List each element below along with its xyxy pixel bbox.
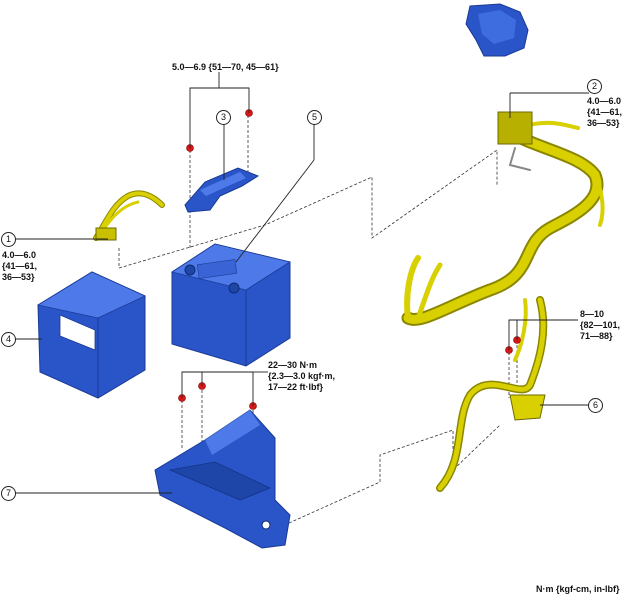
callout-3: 3 bbox=[216, 110, 231, 125]
torque-spec-3-line-1: 5.0—6.9 {51—70, 45—61} bbox=[172, 62, 279, 72]
torque-spec-1: 4.0—6.0 {41—61, 36—53} bbox=[2, 250, 37, 283]
torque-spec-6-line-3: 71—88} bbox=[580, 331, 613, 341]
torque-spec-3: 5.0—6.9 {51—70, 45—61} bbox=[172, 62, 279, 73]
callout-1: 1 bbox=[1, 232, 16, 247]
relay-box-part bbox=[465, 3, 529, 57]
torque-spec-6-line-1: 8—10 bbox=[580, 309, 605, 319]
torque-spec-1-line-2: {41—61, bbox=[2, 261, 38, 271]
callout-7: 7 bbox=[1, 486, 16, 501]
torque-spec-2: 4.0—6.0 {41—61, 36—53} bbox=[587, 96, 622, 129]
negative-cable-part bbox=[93, 190, 165, 241]
callout-4: 4 bbox=[1, 332, 16, 347]
torque-spec-7-line-1: 22—30 N·m bbox=[268, 360, 318, 370]
units-note: N·m {kgf-cm, in-lbf} bbox=[536, 584, 620, 594]
torque-spec-1-line-1: 4.0—6.0 bbox=[2, 250, 37, 260]
torque-spec-6-line-2: {82—101, bbox=[580, 320, 621, 330]
bolt-markers bbox=[178, 109, 521, 410]
torque-spec-7-line-3: 17—22 ft·lbf} bbox=[268, 382, 324, 392]
callout-6: 6 bbox=[588, 398, 603, 413]
battery-cover-part bbox=[36, 271, 146, 399]
callout-2: 2 bbox=[587, 79, 602, 94]
torque-spec-7-line-2: {2.3—3.0 kgf·m, bbox=[268, 371, 336, 381]
battery-tray-part bbox=[154, 409, 291, 549]
battery-part bbox=[171, 243, 292, 367]
callout-5: 5 bbox=[307, 110, 322, 125]
torque-spec-1-line-3: 36—53} bbox=[2, 272, 35, 282]
torque-spec-7: 22—30 N·m {2.3—3.0 kgf·m, 17—22 ft·lbf} bbox=[268, 360, 335, 393]
positive-harness-part bbox=[401, 111, 605, 492]
torque-spec-2-line-1: 4.0—6.0 bbox=[587, 96, 622, 106]
torque-spec-6: 8—10 {82—101, 71—88} bbox=[580, 309, 620, 342]
torque-spec-2-line-3: 36—53} bbox=[587, 118, 620, 128]
torque-spec-2-line-2: {41—61, bbox=[587, 107, 623, 117]
battery-clamp-part bbox=[184, 167, 260, 213]
leader-lines bbox=[14, 72, 590, 494]
